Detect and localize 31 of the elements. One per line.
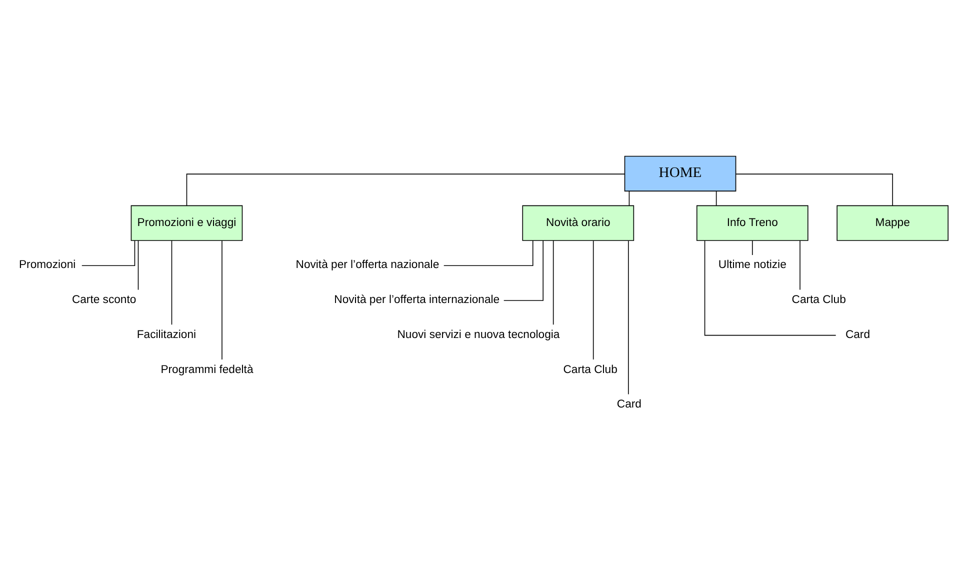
node-box: HOME xyxy=(624,156,736,192)
connector xyxy=(186,174,625,206)
connector xyxy=(443,240,534,266)
node-text: Programmi fedeltà xyxy=(160,364,254,376)
node-box: Info Treno xyxy=(696,205,808,241)
node-text: Novità per l’offerta internazionale xyxy=(334,294,500,306)
node-box: Mappe xyxy=(836,205,948,241)
node-text: Carta Club xyxy=(563,364,618,376)
connector xyxy=(171,240,172,326)
connector xyxy=(552,240,554,326)
connector xyxy=(716,190,717,206)
connector xyxy=(81,240,136,266)
node-text: Ultime notizie xyxy=(718,259,786,272)
connector xyxy=(704,240,836,336)
connector xyxy=(503,240,544,301)
node-box: Promozioni e viaggi xyxy=(130,205,243,241)
node-text: Novità per l’offerta nazionale xyxy=(296,259,440,272)
connector xyxy=(736,174,893,206)
node-text: Card xyxy=(616,398,642,411)
node-text: Facilitazioni xyxy=(136,328,196,341)
connector xyxy=(138,240,139,290)
node-box: Novità orario xyxy=(522,205,634,241)
connector xyxy=(592,240,594,360)
connector xyxy=(628,190,630,206)
node-text: Nuovi servizi e nuova tecnologia xyxy=(397,328,560,341)
connector xyxy=(628,240,629,395)
node-text: Card xyxy=(845,328,870,341)
node-text: Promozioni xyxy=(19,259,76,272)
node-text: Carte sconto xyxy=(72,294,136,306)
node-text: Carta Club xyxy=(792,294,846,306)
connector xyxy=(752,240,753,256)
